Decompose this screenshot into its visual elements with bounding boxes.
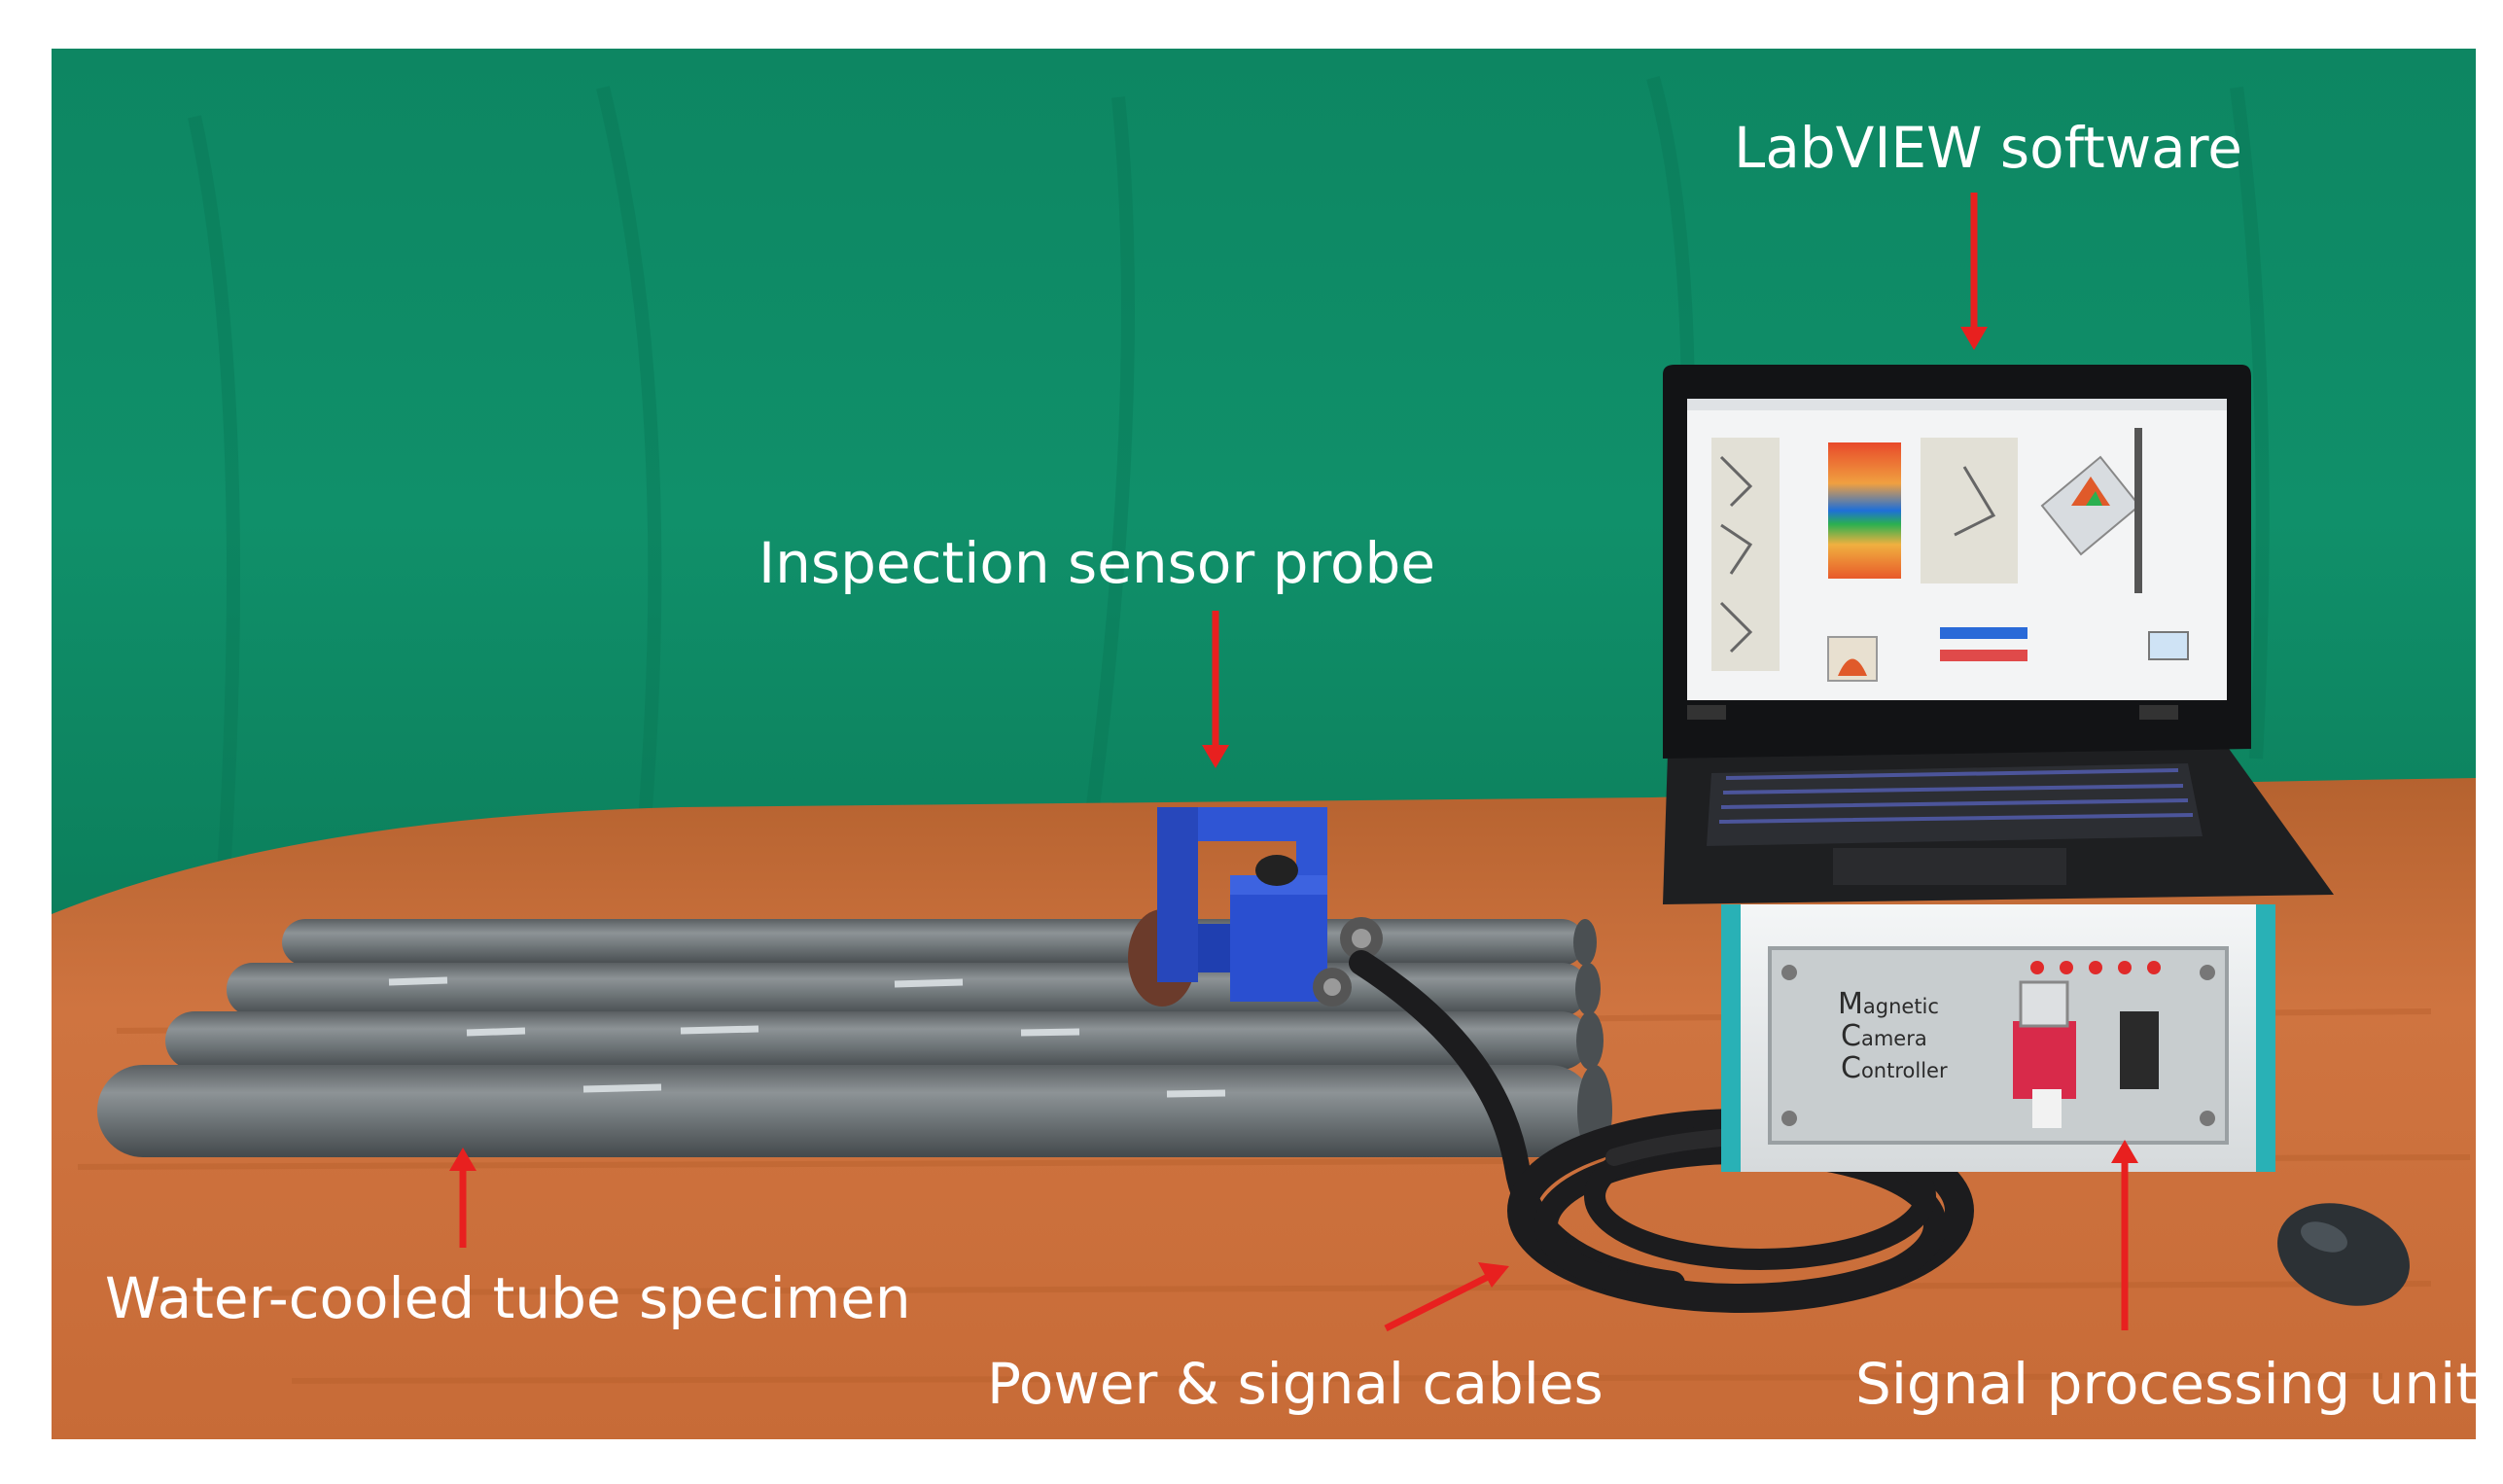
device-label-controller: Controller: [1841, 1051, 1948, 1085]
device-label-camera: Camera: [1841, 1019, 1927, 1053]
arrow-tube: [449, 1148, 476, 1248]
inspection-sensor-probe: [1128, 807, 1383, 1007]
arrow-spu: [2111, 1140, 2138, 1330]
annotation-arrows: [449, 193, 2138, 1332]
arrow-labview: [1960, 193, 1988, 350]
arrow-cables: [1384, 1262, 1509, 1332]
label-signal-processing-unit: Signal processing unit: [1855, 1351, 2478, 1417]
signal-processing-unit: Magnetic Camera Controller: [1721, 904, 2275, 1172]
backdrop-folds: [188, 76, 2270, 876]
label-labview-software: LabVIEW software: [1734, 115, 2242, 181]
tube-specimens: [97, 919, 1612, 1157]
label-power-signal-cables: Power & signal cables: [987, 1351, 1604, 1417]
computer-mouse: [2277, 1203, 2410, 1306]
arrow-probe: [1202, 611, 1229, 768]
laptop: [1663, 365, 2334, 904]
device-label-magnetic: Magnetic: [1838, 987, 1939, 1021]
label-water-cooled-tube-specimen: Water-cooled tube specimen: [105, 1265, 911, 1331]
screen-heatmap: [1828, 442, 1901, 579]
label-inspection-sensor-probe: Inspection sensor probe: [758, 530, 1436, 596]
